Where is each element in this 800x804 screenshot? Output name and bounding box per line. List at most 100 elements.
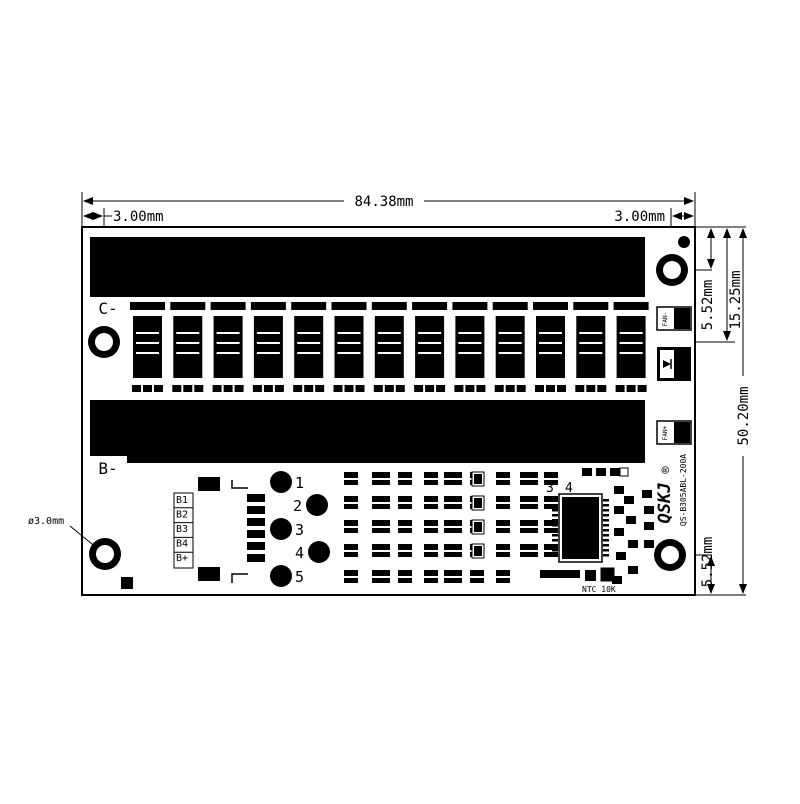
smd-part: [614, 506, 624, 514]
smd-part: [616, 552, 626, 560]
left-margin-label: 3.00mm: [113, 209, 164, 225]
c-minus-tab: [90, 237, 127, 297]
smd-part: [496, 570, 510, 583]
smd-part: [520, 496, 538, 509]
smd-part: [520, 472, 538, 485]
height-dimension: 50.20mm: [735, 228, 752, 594]
mosfet: [291, 302, 327, 392]
smd-part: [372, 544, 390, 557]
extension-lines: [81, 192, 746, 596]
smd-part: [398, 544, 412, 557]
balance-pin-label: B1: [176, 495, 188, 506]
mounting-hole-bottom-right: [654, 539, 686, 571]
smd-part: [540, 570, 580, 578]
top-hole-offset-dimension: 15.25mm: [723, 228, 744, 341]
smd-part: [496, 544, 510, 557]
b-minus-label-strip: [127, 456, 645, 463]
mosfet: [250, 302, 286, 392]
corner-pad: [121, 577, 133, 589]
right-margin-dimension: 3.00mm: [614, 209, 694, 225]
smd-part: [644, 506, 654, 514]
mosfet-row: [130, 302, 649, 392]
test-point-pad: [270, 518, 292, 540]
smd-part: [344, 544, 358, 557]
top-hole-edge-dimension: 5.52mm: [700, 228, 716, 330]
smd-part: [344, 472, 358, 485]
left-margin-dimension: 3.00mm: [83, 209, 164, 225]
fiducial-dot: [678, 236, 690, 248]
mosfet: [533, 302, 568, 392]
smd-part: [544, 544, 558, 557]
fan-plus-label: FAN+: [662, 425, 669, 440]
smd-part: [398, 496, 412, 509]
smd-part: [398, 570, 412, 583]
balance-pin-label: B3: [176, 524, 188, 535]
smd-part: [424, 520, 438, 533]
smd-part: [424, 472, 438, 485]
smd-part: [544, 472, 558, 485]
test-point-pad: [270, 471, 292, 493]
smd-part: [372, 570, 390, 583]
smd-part: [444, 570, 462, 583]
balance-pin-label: B+: [176, 553, 188, 564]
smd-part: [398, 472, 412, 485]
fan-minus-label: FAN-: [662, 312, 669, 326]
fan-minus-connector: FAN-: [656, 306, 692, 331]
ic-label-4: 4: [565, 481, 573, 496]
smd-part: [424, 544, 438, 557]
diode-component: [657, 347, 691, 381]
height-label: 50.20mm: [736, 386, 752, 445]
fan-plus-connector: FAN+: [656, 420, 692, 445]
smd-part: [444, 496, 462, 509]
smd-part: [644, 540, 654, 548]
b-minus-pad: [127, 400, 645, 456]
width-dimension: 84.38mm: [83, 193, 694, 210]
smd-part: [624, 496, 634, 504]
smd-part: [614, 528, 624, 536]
b-minus-label: B-: [98, 459, 117, 478]
mosfet: [130, 302, 165, 392]
smd-part: [544, 496, 558, 509]
smd-part: [544, 520, 558, 533]
smd-part: [372, 472, 390, 485]
mosfet: [412, 302, 448, 392]
smd-part: [470, 570, 484, 583]
balance-pin-label: B4: [176, 539, 188, 550]
smd-components: [344, 467, 654, 584]
test-point-label: 2: [293, 497, 302, 515]
smd-part: [344, 520, 358, 533]
smd-part: [444, 520, 462, 533]
mosfet: [573, 302, 609, 392]
test-point-pad: [306, 494, 328, 516]
c-minus-pad: [127, 237, 645, 297]
smd-part: [619, 467, 629, 477]
smd-part: [614, 486, 624, 494]
smd-part: [582, 468, 592, 476]
test-point-label: 4: [295, 544, 304, 562]
width-label: 84.38mm: [354, 194, 413, 210]
mosfet: [613, 302, 649, 392]
brand-logo: QSKJ: [655, 483, 675, 524]
hole-diameter-label: ø3.0mm: [28, 516, 64, 527]
smd-part: [444, 544, 462, 557]
b-minus-tab: [90, 400, 127, 456]
smd-part: [424, 570, 438, 583]
mosfet: [452, 302, 488, 392]
mounting-hole-bottom-left: [89, 538, 121, 570]
ntc-pad: [585, 570, 596, 581]
smd-part: [596, 468, 606, 476]
smd-part: [496, 472, 510, 485]
mosfet: [331, 302, 367, 392]
mosfet: [210, 302, 246, 392]
smd-part: [644, 522, 654, 530]
smd-part: [612, 576, 622, 584]
smd-part: [520, 544, 538, 557]
smd-part: [424, 496, 438, 509]
smd-transistor: [471, 495, 485, 511]
controller-ic: [552, 493, 609, 563]
mounting-hole-left-mid: [88, 326, 120, 358]
test-point-pad: [270, 565, 292, 587]
smd-transistor: [471, 543, 485, 559]
